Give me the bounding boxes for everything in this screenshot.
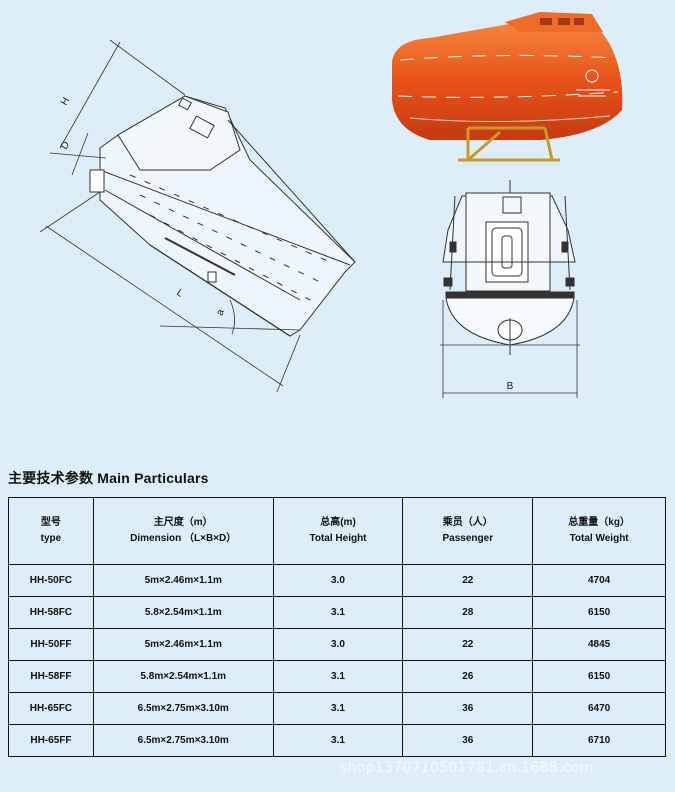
- dim-l-label: L: [174, 287, 185, 299]
- technical-drawing-area: H D L a: [39, 12, 623, 398]
- header-total-weight: 总重量（kg） Total Weight: [532, 497, 666, 565]
- header-total-height: 总高(m) Total Height: [272, 497, 404, 565]
- cell-passenger: 22: [402, 564, 534, 597]
- cell-type: HH-58FF: [8, 660, 94, 693]
- table-row: HH-58FC 5.8×2.54m×1.1m 3.1 28 6150: [8, 596, 666, 629]
- cell-dimension: 5.8m×2.54m×1.1m: [92, 660, 274, 693]
- section-title: 主要技术参数 Main Particulars: [8, 470, 209, 486]
- header-total-height-en: Total Height: [309, 533, 367, 544]
- cell-dimension: 5m×2.46m×1.1m: [92, 564, 274, 597]
- cell-total-height: 3.1: [272, 692, 404, 725]
- cell-passenger: 26: [402, 660, 534, 693]
- header-dimension: 主尺度（m） Dimension （L×B×D）: [92, 497, 274, 565]
- cell-total-height: 3.1: [272, 724, 404, 757]
- cell-type: HH-50FC: [8, 564, 94, 597]
- header-type-en: type: [40, 533, 62, 544]
- cell-total-weight: 6150: [532, 660, 666, 693]
- dim-d-label: D: [59, 140, 72, 152]
- cell-dimension: 5.8×2.54m×1.1m: [92, 596, 274, 629]
- cell-total-height: 3.1: [272, 596, 404, 629]
- watermark: shop1370710501781.cn.1688.com: [340, 760, 594, 776]
- header-total-weight-en: Total Weight: [569, 533, 629, 544]
- cell-type: HH-58FC: [8, 596, 94, 629]
- cell-passenger: 36: [402, 692, 534, 725]
- cell-type: HH-65FC: [8, 692, 94, 725]
- front-view-drawing: [440, 180, 580, 355]
- header-dimension-cn: 主尺度（m）: [153, 517, 213, 528]
- header-passenger: 乘员（人） Passenger: [402, 497, 534, 565]
- cell-total-weight: 6470: [532, 692, 666, 725]
- cell-total-weight: 4845: [532, 628, 666, 661]
- cell-total-weight: 6710: [532, 724, 666, 757]
- boat-stand: [458, 126, 560, 162]
- header-dimension-en: Dimension （L×B×D）: [130, 533, 237, 544]
- header-total-weight-cn: 总重量（kg）: [568, 517, 630, 528]
- header-type: 型号 type: [8, 497, 94, 565]
- cell-total-height: 3.1: [272, 660, 404, 693]
- cell-passenger: 36: [402, 724, 534, 757]
- table-row: HH-65FF 6.5m×2.75m×3.10m 3.1 36 6710: [8, 724, 666, 757]
- cell-passenger: 28: [402, 596, 534, 629]
- dim-h-label: H: [59, 96, 72, 108]
- header-passenger-en: Passenger: [442, 533, 494, 544]
- header-total-height-cn: 总高(m): [320, 517, 356, 528]
- table-row: HH-50FF 5m×2.46m×1.1m 3.0 22 4845: [8, 628, 666, 661]
- lifeboat-photo: [392, 12, 623, 162]
- side-view-labels: H D L a: [59, 96, 227, 317]
- dim-b-label: B: [507, 381, 514, 392]
- lifeboat-drawings: H D L a: [39, 12, 623, 398]
- table-row: HH-58FF 5.8m×2.54m×1.1m 3.1 26 6150: [8, 660, 666, 693]
- cell-dimension: 6.5m×2.75m×3.10m: [92, 692, 274, 725]
- table-row: HH-50FC 5m×2.46m×1.1m 3.0 22 4704: [8, 564, 666, 597]
- front-view-dimensions: [442, 300, 578, 398]
- table-header-row: 型号 type 主尺度（m） Dimension （L×B×D） 总高(m) T…: [8, 497, 666, 565]
- cell-total-height: 3.0: [272, 628, 404, 661]
- cell-type: HH-50FF: [8, 628, 94, 661]
- table-row: HH-65FC 6.5m×2.75m×3.10m 3.1 36 6470: [8, 692, 666, 725]
- side-view-dimensions: [39, 39, 301, 393]
- particulars-table: 型号 type 主尺度（m） Dimension （L×B×D） 总高(m) T…: [8, 497, 666, 757]
- dim-a-label: a: [214, 308, 226, 317]
- side-view-drawing: [89, 95, 356, 337]
- header-type-cn: 型号: [40, 517, 61, 528]
- header-passenger-cn: 乘员（人）: [442, 517, 493, 528]
- cell-total-weight: 6150: [532, 596, 666, 629]
- cell-passenger: 22: [402, 628, 534, 661]
- cell-dimension: 6.5m×2.75m×3.10m: [92, 724, 274, 757]
- cell-total-height: 3.0: [272, 564, 404, 597]
- cell-dimension: 5m×2.46m×1.1m: [92, 628, 274, 661]
- cell-type: HH-65FF: [8, 724, 94, 757]
- cell-total-weight: 4704: [532, 564, 666, 597]
